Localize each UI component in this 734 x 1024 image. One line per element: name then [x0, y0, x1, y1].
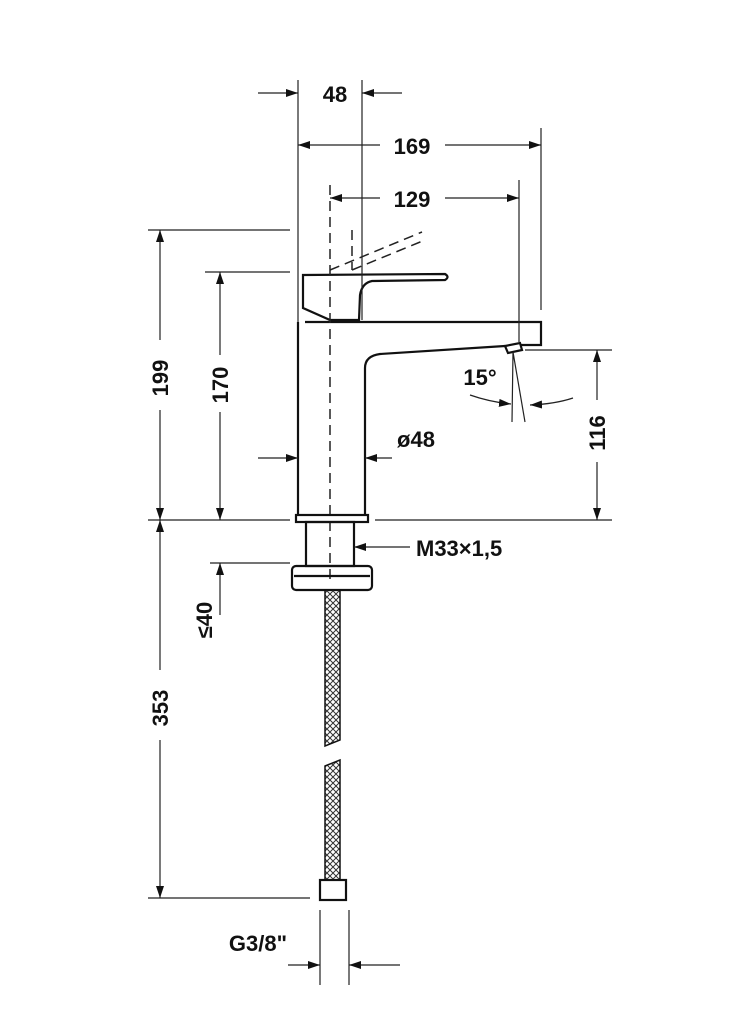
- supply-hose: [324, 589, 341, 748]
- aerator: [503, 341, 524, 355]
- dim-129-label: 129: [394, 187, 431, 212]
- connection-label: G3/8": [229, 931, 287, 956]
- dimension-lines: [156, 89, 601, 969]
- extension-lines: [148, 80, 612, 985]
- dim-116-label: 116: [585, 415, 610, 451]
- hose-fitting: [318, 878, 348, 902]
- dim-170-label: 170: [208, 367, 233, 404]
- thread-label: M33×1,5: [416, 536, 502, 561]
- dim-169-label: 169: [394, 134, 431, 159]
- mounting-nut: [290, 564, 374, 592]
- spout-angle-label: 15°: [463, 365, 496, 390]
- deck-thickness-label: ≤40: [192, 602, 217, 639]
- dim-48-label: 48: [323, 82, 347, 107]
- dim-199-label: 199: [148, 360, 173, 397]
- dim-353-label: 353: [148, 690, 173, 727]
- lever-handle: [301, 272, 449, 322]
- body-diameter-label: ø48: [397, 427, 435, 452]
- faucet-body: [290, 185, 543, 902]
